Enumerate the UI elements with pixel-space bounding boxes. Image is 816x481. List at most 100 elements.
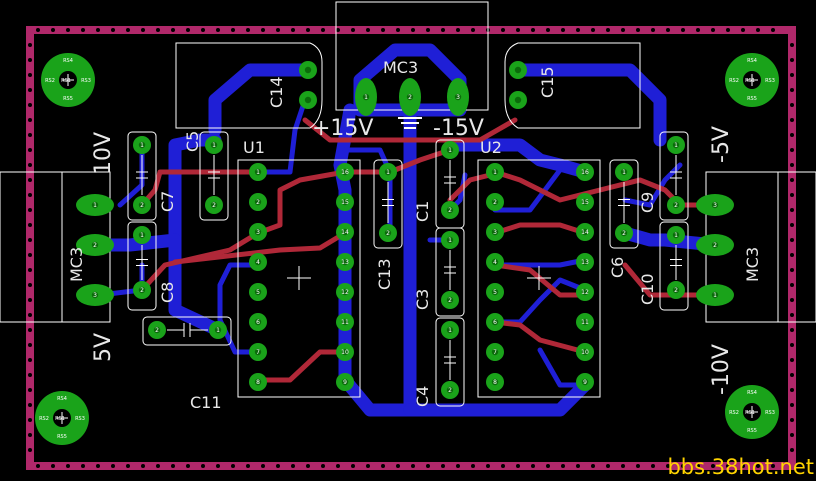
pad: 1 — [355, 78, 377, 116]
outline-dot — [66, 464, 70, 468]
cap-symbol — [670, 245, 682, 280]
outline-dot — [790, 448, 794, 452]
outline-dot — [396, 464, 400, 468]
outline-dot — [790, 238, 794, 242]
cap-symbol — [618, 182, 630, 223]
outline-dot — [411, 28, 415, 32]
outline-dot — [28, 223, 32, 227]
outline-dot — [501, 28, 505, 32]
outline-dot — [141, 464, 145, 468]
outline-dot — [546, 28, 550, 32]
outline-dot — [381, 464, 385, 468]
pad: 15 — [336, 193, 354, 211]
pin-number: 3 — [713, 202, 717, 209]
label-c3: C3 — [413, 289, 432, 310]
mount-pad-label: RS3 — [75, 416, 85, 422]
outline-dot — [28, 268, 32, 272]
outline-dot — [381, 28, 385, 32]
pad: 9 — [576, 373, 594, 391]
label-c14: C14 — [267, 76, 286, 108]
pad: 2 — [667, 281, 685, 299]
label-c9: C9 — [638, 192, 657, 213]
outline-dot — [790, 268, 794, 272]
label-c7: C7 — [158, 191, 177, 212]
pad — [299, 91, 317, 109]
pad — [509, 61, 527, 79]
pad: 1 — [696, 284, 734, 306]
pad: 2 — [249, 193, 267, 211]
outline-dot — [790, 403, 794, 407]
pad: 2 — [441, 201, 459, 219]
cap-symbol — [444, 160, 456, 200]
outline-dot — [231, 28, 235, 32]
pin-number: 1 — [448, 147, 452, 154]
outline-dot — [28, 148, 32, 152]
mount-pad-label: RS3 — [81, 78, 91, 84]
outline-dot — [666, 28, 670, 32]
outline-dot — [411, 464, 415, 468]
outline-dot — [306, 28, 310, 32]
outline-dot — [426, 464, 430, 468]
pin-number: 12 — [581, 289, 589, 296]
pin-number: 13 — [581, 259, 589, 266]
pin-number: 9 — [343, 379, 347, 386]
mount-pad-label: RS4 — [57, 396, 67, 402]
pin-number: 1 — [256, 169, 260, 176]
pad: 10 — [576, 343, 594, 361]
outline-dot — [28, 283, 32, 287]
outline-dot — [201, 28, 205, 32]
outline-dot — [28, 88, 32, 92]
mount-pad-label: RS2 — [45, 78, 55, 84]
pin-number: 10 — [581, 349, 589, 356]
cap-symbol — [444, 340, 456, 380]
outline-dot — [790, 88, 794, 92]
label-c6: C6 — [608, 257, 627, 278]
pin-number: 1 — [140, 232, 144, 239]
outline-dot — [96, 28, 100, 32]
cap-symbol — [208, 155, 220, 195]
pin-number: 2 — [140, 202, 144, 209]
outline-dot — [28, 373, 32, 377]
pad: 2 — [205, 196, 223, 214]
ground-symbol — [398, 117, 422, 129]
outline-dot — [681, 464, 685, 468]
pad: 3 — [486, 223, 504, 241]
pin-number: 3 — [493, 229, 497, 236]
mount-pad-label: RS1 — [745, 78, 755, 84]
pad: 1 — [133, 136, 151, 154]
pad — [509, 91, 527, 109]
outline-dot — [711, 28, 715, 32]
outline-dot — [28, 388, 32, 392]
pin-number: 2 — [622, 230, 626, 237]
mount-pad-label: RS5 — [57, 434, 67, 440]
outline-dot — [28, 73, 32, 77]
pad: 2 — [486, 193, 504, 211]
pin-number: 16 — [581, 169, 589, 176]
pin-number: 1 — [140, 142, 144, 149]
outline-dot — [606, 464, 610, 468]
pad: 2 — [441, 291, 459, 309]
pad: 6 — [249, 313, 267, 331]
pad: 2 — [148, 321, 166, 339]
pad: 3 — [76, 284, 114, 306]
outline-dot — [81, 28, 85, 32]
pin-number: 6 — [256, 319, 260, 326]
pad: 12 — [576, 283, 594, 301]
outline-dot — [156, 28, 160, 32]
outline-dot — [28, 208, 32, 212]
outline-dot — [441, 28, 445, 32]
outline-dot — [790, 193, 794, 197]
pin-number: 1 — [386, 169, 390, 176]
pin-number: 9 — [583, 379, 587, 386]
outline-dot — [790, 178, 794, 182]
outline-dot — [28, 328, 32, 332]
mount-pad-label: RS1 — [61, 78, 71, 84]
pin-number: 1 — [448, 327, 452, 334]
pad: 13 — [336, 253, 354, 271]
outline-dot — [696, 28, 700, 32]
pad: 1 — [486, 163, 504, 181]
pad: 3 — [696, 194, 734, 216]
pin-number: 15 — [341, 199, 349, 206]
